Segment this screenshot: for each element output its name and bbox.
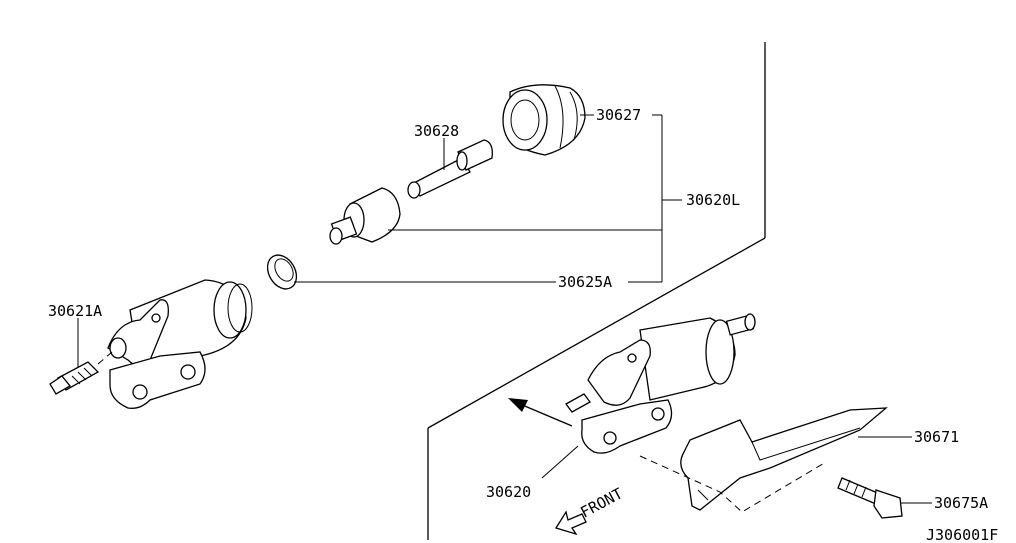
cylinder-body-exploded[interactable] (107, 279, 253, 409)
drawing-id: J306001F (926, 526, 998, 543)
mounting-guides (639, 455, 827, 513)
section-divider (427, 42, 766, 540)
dust-boot-part[interactable] (502, 84, 586, 156)
label-30627: 30627 (596, 106, 641, 124)
bolt-part[interactable] (837, 477, 903, 519)
label-30675A: 30675A (934, 494, 988, 512)
snap-ring-part[interactable] (262, 250, 303, 294)
push-rod-part[interactable] (407, 139, 493, 199)
label-30628: 30628 (414, 122, 459, 140)
cylinder-body-installed[interactable] (565, 313, 756, 454)
label-30620L: 30620L (686, 191, 740, 209)
label-30671: 30671 (914, 428, 959, 446)
label-30620: 30620 (486, 483, 531, 501)
direction-arrow (508, 398, 573, 427)
bleeder-screw-part[interactable] (49, 351, 113, 395)
front-arrow-icon (554, 510, 587, 536)
label-30621A: 30621A (48, 302, 102, 320)
front-label: FRONT (577, 484, 625, 521)
label-30625A: 30625A (558, 273, 612, 291)
leader-lines (77, 114, 932, 504)
piston-part[interactable] (329, 187, 401, 245)
